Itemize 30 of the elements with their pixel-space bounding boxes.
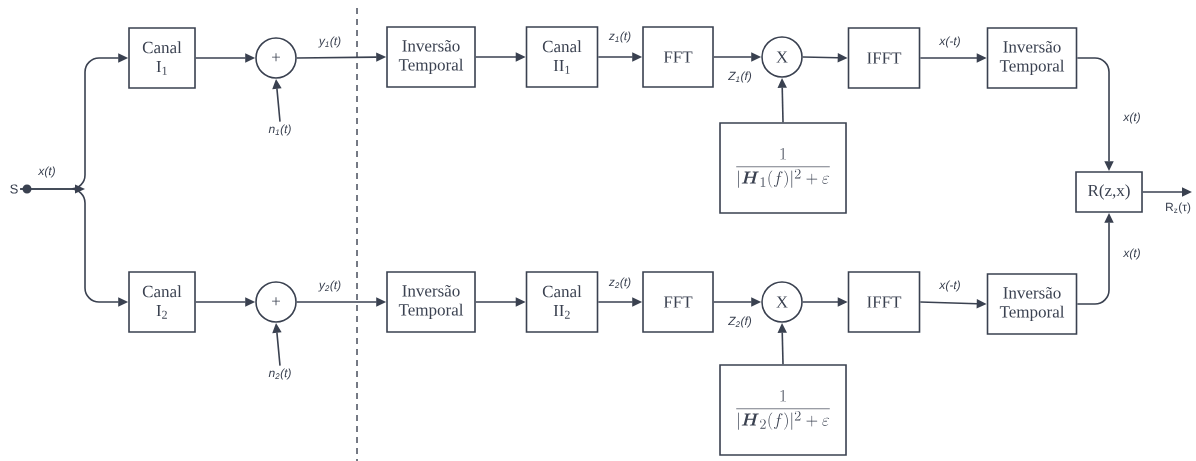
signal-label: n$_{1}$(t) bbox=[268, 124, 291, 136]
process-box: R(z,x) bbox=[1075, 171, 1143, 213]
edge-label: z$_{2}$(t) bbox=[607, 276, 633, 290]
process-box: Canal II$_{1}$ bbox=[525, 26, 599, 88]
edge-label: x(t) bbox=[37, 165, 57, 179]
edge-label: z$_{1}$(t) bbox=[607, 30, 633, 44]
edge-label: R$_{z}$(τ) bbox=[1164, 201, 1192, 215]
edge-label: x(-t) bbox=[938, 279, 962, 293]
process-box: FFT bbox=[642, 26, 714, 88]
source-label: S bbox=[10, 184, 18, 194]
formula-box: $\frac{1}{|\boldsymbol{H}_{1}(f)|^{2}+\varepsilon}$ bbox=[719, 122, 847, 214]
process-box: Canal I$_{1}$ bbox=[128, 27, 196, 89]
signal-label: n$_{2}$(t) bbox=[268, 368, 291, 380]
process-box: Inversão Temporal bbox=[986, 27, 1078, 89]
process-box: Canal I$_{2}$ bbox=[128, 271, 196, 333]
process-box: IFFT bbox=[847, 271, 921, 333]
process-box: Inversão Temporal bbox=[986, 273, 1078, 335]
process-box: IFFT bbox=[847, 27, 921, 89]
formula-box: $\frac{1}{|\boldsymbol{H}_{2}(f)|^{2}+\varepsilon}$ bbox=[719, 364, 847, 456]
edge-label: Z$_{2}$(f) bbox=[727, 315, 753, 329]
edge-label: y$_{2}$(t) bbox=[317, 279, 343, 293]
process-box: Canal II$_{2}$ bbox=[525, 271, 599, 333]
process-box: Inversão Temporal bbox=[386, 26, 476, 88]
edge-label: Z$_{1}$(f) bbox=[727, 70, 753, 84]
process-box: Inversão Temporal bbox=[386, 271, 476, 333]
edge-label: x(-t) bbox=[938, 35, 962, 49]
edge-label: x(t) bbox=[1122, 247, 1142, 261]
edge-label: y$_{1}$(t) bbox=[317, 35, 343, 49]
process-box: FFT bbox=[642, 271, 714, 333]
edge-label: x(t) bbox=[1122, 111, 1142, 125]
